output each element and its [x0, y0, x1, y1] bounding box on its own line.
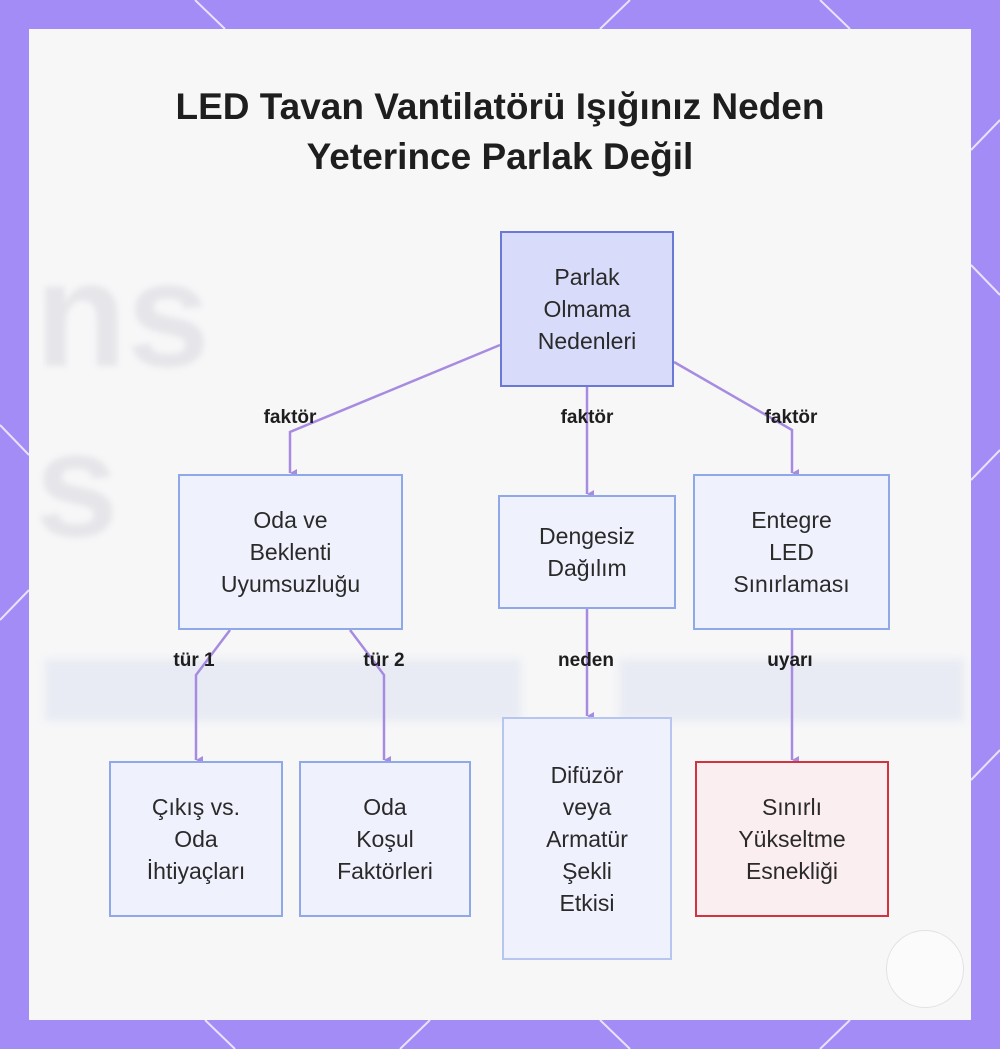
node-text: İhtiyaçları [146, 858, 246, 884]
edge-label-root-entegre: faktör [764, 407, 818, 428]
node-text: Oda [174, 826, 218, 852]
edge-label-dengesiz-difuzor: neden [558, 650, 614, 671]
edge-oda-kosul [349, 629, 391, 764]
node-text: Uyumsuzluğu [220, 571, 361, 597]
node-entegre-led-sinirlamasi: Entegre LED Sınırlaması [693, 474, 890, 630]
node-text: Olmama [543, 296, 631, 322]
node-dengesiz-dagilim: Dengesiz Dağılım [498, 495, 676, 609]
node-text: Oda ve [253, 507, 328, 533]
background-ghost-bar [45, 659, 521, 721]
edge-label-oda-kosul: tür 2 [363, 650, 405, 671]
node-text: Nedenleri [537, 328, 637, 354]
title-line-2: Yeterince Parlak Değil [306, 136, 694, 177]
node-text: Beklenti [249, 539, 332, 565]
node-text: Şekli [562, 857, 612, 884]
node-text: Entegre [751, 507, 832, 533]
node-cikis-vs-oda-ihtiyaclari: Çıkış vs. Oda İhtiyaçları [109, 761, 283, 917]
title-line-1: LED Tavan Vantilatörü Işığınız Neden [175, 86, 825, 127]
diagram-title: LED Tavan Vantilatörü Işığınız Neden Yet… [29, 82, 971, 182]
node-difuzor-veya-armatur-sekli-etkisi: Difüzör veya Armatür Şekli Etkisi [502, 717, 672, 960]
node-text: Yükseltme [738, 826, 846, 852]
node-parlak-olmama-nedenleri: Parlak Olmama Nedenleri [500, 231, 674, 387]
node-text: Sınırlı [761, 794, 823, 820]
node-text: Etkisi [559, 889, 615, 916]
node-text: Çıkış vs. [151, 794, 241, 820]
node-oda-kosul-faktorleri: Oda Koşul Faktörleri [299, 761, 471, 917]
node-text: LED [769, 539, 814, 565]
node-text: Dağılım [547, 555, 627, 581]
edge-label-root-oda: faktör [263, 407, 317, 428]
node-oda-ve-beklenti-uyumsuzlugu: Oda ve Beklenti Uyumsuzluğu [178, 474, 403, 630]
node-text: veya [562, 793, 612, 820]
node-sinirli-yukseltme-esnekligi: Sınırlı Yükseltme Esnekliği [695, 761, 889, 917]
edge-oda-cikis [194, 629, 231, 764]
background-ghost-text: ns [35, 230, 211, 398]
node-text: Dengesiz [539, 523, 635, 549]
background-ghost-text: s [35, 400, 119, 568]
node-text: Oda [363, 794, 407, 820]
node-text: Sınırlaması [733, 571, 850, 597]
edge-label-oda-cikis: tür 1 [173, 650, 215, 671]
edge-root-oda [288, 343, 501, 477]
node-text: Parlak [554, 264, 620, 290]
edge-label-root-dengesiz: faktör [560, 407, 614, 428]
node-text: Koşul [356, 826, 414, 852]
node-text: Esnekliği [745, 858, 839, 884]
node-text: Faktörleri [337, 858, 433, 884]
edge-label-entegre-sinirli: uyarı [767, 650, 813, 671]
node-text: Armatür [546, 825, 628, 852]
node-text: Difüzör [550, 761, 624, 788]
edge-root-entegre [673, 360, 799, 477]
watermark-seal [886, 930, 964, 1008]
